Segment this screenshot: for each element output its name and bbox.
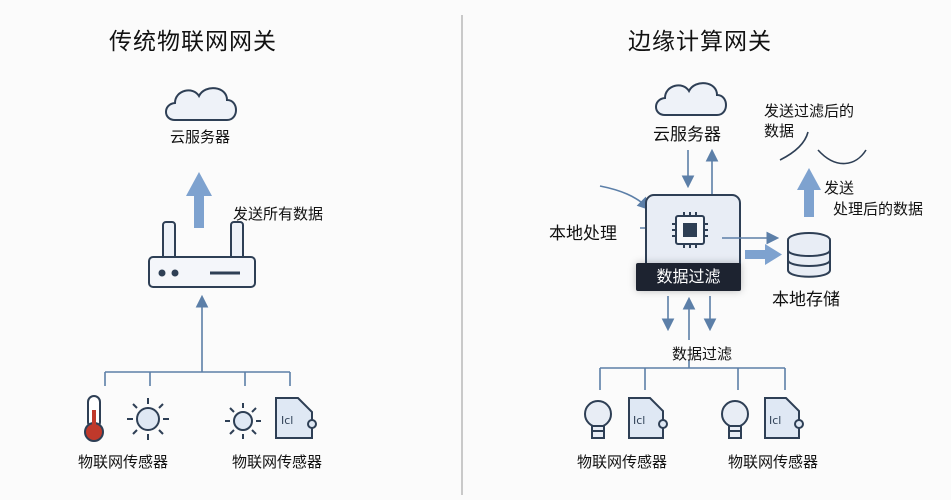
storage-arrow-icon [745,244,782,265]
send-processed-label-2: 处理后的数据 [833,200,924,218]
upload-arrow-icon [797,168,821,217]
local-process-label: 本地处理 [549,224,617,244]
edge-gateway-icon [645,194,741,278]
local-storage-label: 本地存储 [772,290,840,310]
svg-text:Icl: Icl [281,414,293,427]
right-sensors-label-2: 物联网传感器 [728,453,819,471]
cloud-icon [165,87,237,121]
database-icon [787,232,831,278]
filtered-send-label-2: 数据 [764,122,795,140]
filtered-send-label-1: 发送过滤后的 [764,102,855,120]
light-bulb-icon [584,400,612,439]
cloud-icon [655,82,727,116]
left-sensors-label-2: 物联网传感器 [232,453,323,471]
sun-icon [225,403,261,439]
right-cloud-label: 云服务器 [653,125,721,145]
svg-text:Icl: Icl [633,414,645,427]
right-sensors-label-1: 物联网传感器 [577,453,668,471]
left-sensors-label-1: 物联网传感器 [78,453,169,471]
data-filter-label: 数据过滤 [672,345,733,363]
right-title: 边缘计算网关 [628,29,772,55]
sensor-device-icon: Icl [764,397,804,439]
router-icon [148,221,256,288]
left-title: 传统物联网网关 [109,29,277,55]
sun-icon [127,398,169,440]
sensor-device-icon: Icl [275,397,317,439]
svg-text:Icl: Icl [769,414,781,427]
thermometer-icon [84,395,104,442]
data-filter-tag: 数据过滤 [636,263,741,291]
light-bulb-icon [721,400,749,439]
upload-arrow-icon [186,172,212,228]
left-send-label: 发送所有数据 [233,205,324,223]
left-cloud-label: 云服务器 [170,128,231,146]
sensor-device-icon: Icl [628,397,668,439]
send-processed-label-1: 发送 [824,179,855,197]
